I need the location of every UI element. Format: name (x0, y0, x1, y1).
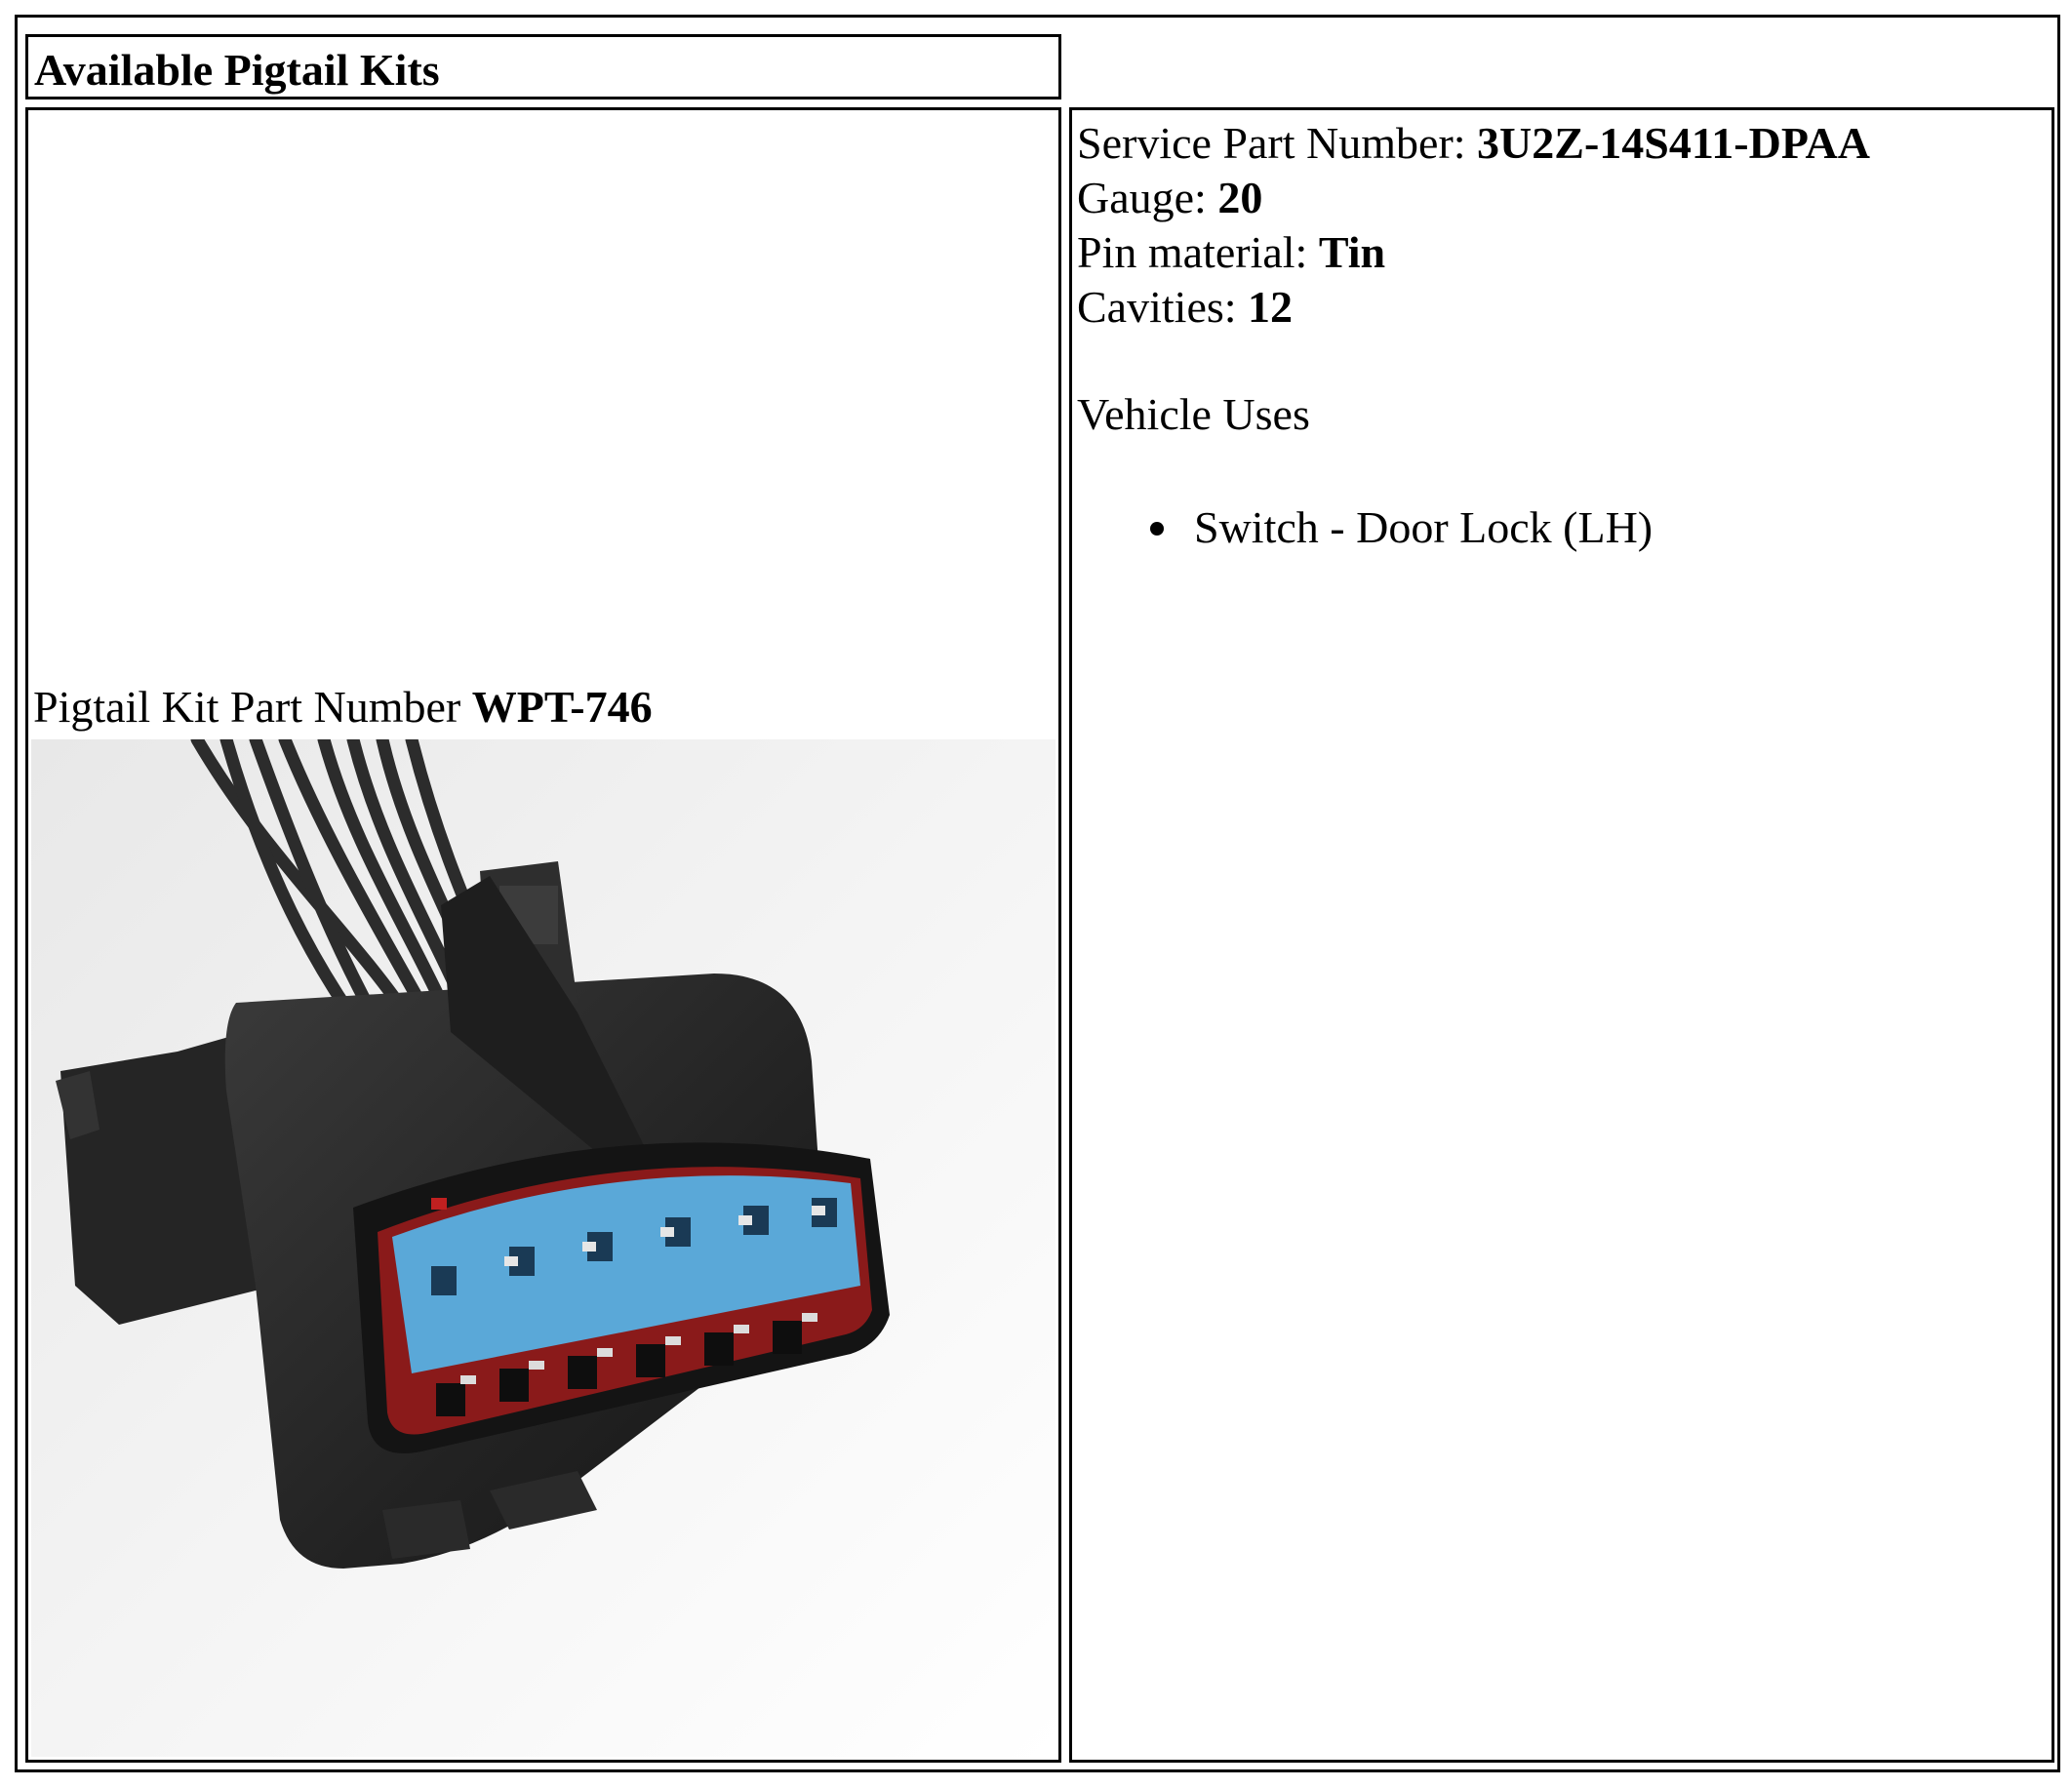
kit-cell: Pigtail Kit Part Number WPT-746 (25, 107, 1061, 1763)
pin-material-value: Tin (1318, 227, 1386, 277)
kit-part-number-label: Pigtail Kit Part Number (33, 682, 461, 732)
vehicle-uses-heading: Vehicle Uses (1077, 389, 1310, 439)
list-item: Switch - Door Lock (LH) (1150, 500, 1653, 555)
service-part-number-value: 3U2Z-14S411-DPAA (1477, 118, 1870, 168)
pin-material-label: Pin material: (1077, 227, 1308, 277)
vehicle-use-text: Switch - Door Lock (LH) (1194, 502, 1654, 552)
service-part-number-row: Service Part Number: 3U2Z-14S411-DPAA (1077, 116, 1870, 171)
service-part-number-label: Service Part Number: (1077, 118, 1466, 168)
cavities-label: Cavities: (1077, 282, 1237, 332)
bullet-icon (1150, 522, 1164, 536)
connector-photo (31, 739, 1056, 1757)
gauge-row: Gauge: 20 (1077, 171, 1870, 225)
pigtail-kits-table: Available Pigtail Kits Pigtail Kit Part … (15, 15, 2060, 1772)
cavities-row: Cavities: 12 (1077, 280, 1870, 335)
table-header-cell: Available Pigtail Kits (25, 34, 1061, 99)
kit-part-number-line: Pigtail Kit Part Number WPT-746 (33, 682, 653, 733)
part-details: Service Part Number: 3U2Z-14S411-DPAA Ga… (1077, 116, 1870, 335)
vehicle-uses-list: Switch - Door Lock (LH) (1150, 500, 1653, 555)
gauge-value: 20 (1217, 173, 1263, 222)
kit-part-number-value: WPT-746 (471, 682, 653, 732)
table-header-title: Available Pigtail Kits (34, 45, 440, 95)
pin-material-row: Pin material: Tin (1077, 225, 1870, 280)
details-cell: Service Part Number: 3U2Z-14S411-DPAA Ga… (1069, 107, 2054, 1763)
gauge-label: Gauge: (1077, 173, 1207, 222)
cavities-value: 12 (1248, 282, 1294, 332)
